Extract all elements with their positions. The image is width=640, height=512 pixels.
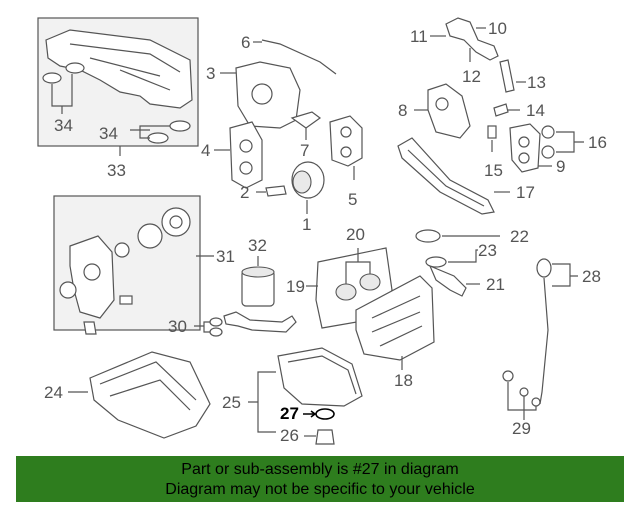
o-ring-29c [531, 397, 541, 407]
lower-oil-pan-25 [277, 347, 363, 407]
callout-27: 27 [280, 404, 299, 423]
dipstick-handle-28 [536, 258, 552, 278]
engine-parts-diagram: 34 34 33 6 3 7 4 1 2 5 10 11 12 13 8 14 [37, 17, 607, 445]
dipstick-tube [539, 277, 549, 405]
callout-4: 4 [201, 141, 210, 160]
intake-manifold-part [45, 29, 193, 109]
seal-7 [290, 111, 322, 129]
oil-seal [59, 281, 77, 299]
callout-1: 1 [302, 215, 311, 234]
intake-manifold-group [37, 17, 199, 156]
drain-plug-gasket-27 [315, 408, 335, 420]
callout-11: 11 [410, 27, 428, 46]
o-ring-30b [209, 327, 223, 337]
callout-3: 3 [206, 64, 215, 83]
oil-pipe-30 [223, 311, 297, 333]
callout-15: 15 [484, 161, 503, 180]
o-ring-29b [519, 387, 529, 397]
oil-pan-24 [89, 351, 211, 439]
o-ring-30a [209, 317, 223, 327]
callout-24: 24 [44, 383, 63, 402]
oil-pump-housing [69, 235, 115, 319]
outer-rotor [137, 223, 163, 249]
bolt-2 [265, 185, 287, 197]
clip-14 [493, 103, 509, 117]
callout-30: 30 [168, 317, 187, 336]
seal-16b [541, 145, 555, 159]
filler-pipe-21 [428, 264, 467, 297]
callout-31: 31 [216, 247, 235, 266]
oil-pump-group [53, 195, 214, 331]
info-banner: Part or sub-assembly is #27 in diagram D… [16, 456, 624, 502]
callout-25: 25 [222, 393, 241, 412]
plug-small [83, 321, 97, 335]
gasket-10 [445, 17, 499, 61]
gasket-20b [359, 273, 381, 291]
seal-16a [541, 125, 555, 139]
banner-line-1: Part or sub-assembly is #27 in diagram [181, 461, 459, 478]
callout-34a: 34 [54, 116, 73, 135]
cover-9 [509, 123, 541, 173]
callout-14: 14 [526, 101, 545, 120]
timing-cover-5 [329, 115, 363, 167]
callout-7: 7 [300, 141, 309, 160]
inner-rotor [114, 242, 130, 258]
callout-21: 21 [486, 275, 505, 294]
gasket-20a [335, 283, 357, 301]
gasket-left [42, 72, 62, 84]
o-ring-29a [502, 370, 514, 382]
callout-5: 5 [348, 190, 357, 209]
relief-valve [119, 295, 133, 305]
callout-32: 32 [248, 236, 267, 255]
tube-13 [499, 59, 515, 93]
callout-9: 9 [556, 157, 565, 176]
callout-13: 13 [527, 73, 546, 92]
timing-cover-8 [427, 83, 471, 139]
callout-23: 23 [478, 241, 497, 260]
callout-18: 18 [394, 371, 413, 390]
timing-belt-17 [397, 137, 495, 215]
callout-34b: 34 [99, 124, 118, 143]
callout-20: 20 [346, 225, 365, 244]
oil-filter-32 [241, 266, 275, 307]
gasket-small-1 [147, 132, 169, 144]
callout-19: 19 [286, 277, 305, 296]
callout-26: 26 [280, 426, 299, 445]
upper-oil-pan-18 [355, 275, 435, 361]
callout-8: 8 [398, 101, 407, 120]
callout-29: 29 [512, 419, 531, 438]
gasket-small-2 [169, 120, 191, 132]
callout-6: 6 [241, 33, 250, 52]
pin-15 [487, 125, 497, 139]
callout-12: 12 [462, 67, 481, 86]
callout-16: 16 [588, 133, 607, 152]
callout-22: 22 [510, 227, 529, 246]
gasket-right [65, 62, 85, 74]
callout-10: 10 [488, 19, 507, 38]
timing-cover-3 [235, 61, 301, 129]
oil-cap-22 [415, 229, 441, 243]
crank-pulley-1 [291, 161, 325, 199]
callout-2: 2 [240, 183, 249, 202]
callout-17: 17 [516, 183, 535, 202]
timing-cover-4 [229, 121, 263, 189]
banner-line-2: Diagram may not be specific to your vehi… [165, 481, 475, 498]
drain-plug-26 [315, 429, 335, 445]
pump-cover [161, 207, 191, 237]
callout-33: 33 [107, 161, 126, 180]
callout-28: 28 [582, 267, 601, 286]
timing-gasket-6 [261, 39, 337, 75]
gasket-23 [425, 256, 447, 268]
